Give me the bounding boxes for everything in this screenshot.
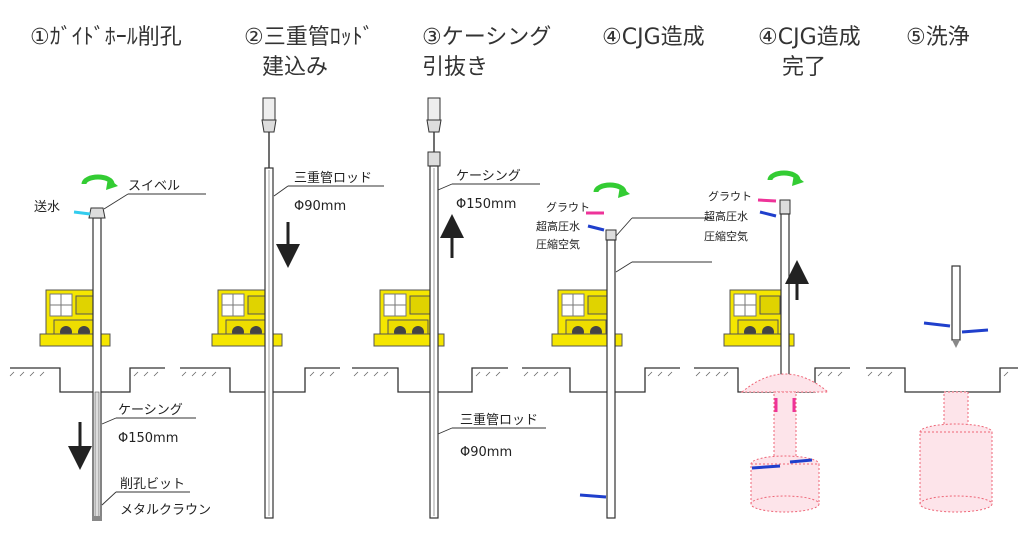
- crane-hook-icon: [262, 97, 276, 121]
- step-5-title-line2: 完了: [782, 55, 826, 80]
- step-4-title: ④CJG造成: [602, 25, 705, 50]
- step-1-guide-hole: 送水 スイベル ケーシング Φ150mm 削孔ビット メタルクラウン: [34, 177, 211, 521]
- cjg-top-dome: [740, 373, 830, 393]
- step-2-rod-insertion: 三重管ロッド Φ90mm: [211, 97, 384, 519]
- label-casing-dia-1: Φ150mm: [118, 431, 178, 446]
- step-5-title: ④CJG造成: [758, 25, 861, 50]
- step-5-cjg-complete: グラウト 超高圧水 圧縮空気: [704, 173, 830, 513]
- ground-profiles: [10, 367, 1018, 393]
- step-1-title: ①ｶﾞｲﾄﾞﾎｰﾙ削孔: [30, 25, 182, 50]
- label-casing-3: ケーシング: [456, 169, 521, 184]
- label-drill-bit: 削孔ビット: [120, 477, 185, 492]
- rotation-arrow-icon-4: [596, 185, 630, 198]
- step-2-title: ②三重管ﾛｯﾄﾞ: [244, 25, 374, 50]
- label-uhp-water-5: 超高圧水: [704, 209, 748, 223]
- water-feed-line-icon: [73, 210, 91, 216]
- label-uhp-water-4: 超高圧水: [536, 219, 580, 233]
- label-grout-4: グラウト: [546, 200, 590, 214]
- triple-rod-4: [606, 239, 616, 519]
- swivel-head-icon: [88, 207, 106, 219]
- step-3-title: ③ケーシング: [422, 25, 551, 50]
- crane-hook-icon-3: [427, 97, 441, 121]
- ground-hatching: [9, 371, 1009, 377]
- label-compressed-air-5: 圧縮空気: [704, 229, 748, 243]
- step-3-title-line2: 引抜き: [422, 55, 488, 80]
- label-swivel: スイベル: [128, 179, 180, 194]
- label-triple-rod-2: 三重管ロッド: [294, 170, 372, 186]
- rotation-arrow-icon: [84, 177, 118, 190]
- wash-jet-icon-right: [961, 328, 989, 334]
- grout-feed-icon-5: [757, 198, 777, 203]
- drill-bit-icon: [92, 516, 102, 521]
- step-6-title: ⑤洗浄: [906, 25, 970, 50]
- label-triple-rod-3: 三重管ロッド: [460, 412, 538, 428]
- label-water-feed: 送水: [34, 200, 60, 215]
- high-pressure-water-feed-icon-5: [759, 210, 777, 218]
- label-grout-5: グラウト: [708, 189, 752, 203]
- jet-nozzle-icon-5b: [789, 458, 813, 464]
- hole-1: [94, 391, 100, 519]
- high-pressure-water-feed-icon: [587, 224, 605, 232]
- label-casing-dia-3: Φ150mm: [456, 197, 516, 212]
- step-6-washing: [919, 265, 993, 513]
- label-rod-dia-3: Φ90mm: [460, 445, 512, 460]
- cjg-column-6: [919, 431, 993, 505]
- step-4-cjg-formation: グラウト 超高圧水 圧縮空気: [536, 185, 712, 519]
- step-3-casing-extraction: ケーシング Φ150mm 三重管ロッド Φ90mm: [373, 97, 546, 519]
- label-rod-dia-2: Φ90mm: [294, 199, 346, 214]
- label-casing-1: ケーシング: [118, 403, 183, 418]
- label-metal-crown: メタルクラウン: [120, 503, 211, 518]
- jet-nozzle-icon-4: [579, 493, 607, 499]
- triple-rod-6: [951, 265, 961, 341]
- jet-nozzle-icon-5a: [751, 464, 781, 470]
- step-2-title-line2: 建込み: [262, 55, 328, 80]
- rotation-arrow-icon-5: [770, 173, 804, 186]
- cjg-shaft: [773, 391, 797, 463]
- wash-jet-icon-left: [923, 321, 951, 328]
- label-compressed-air-4: 圧縮空気: [536, 237, 580, 251]
- step-titles: ①ｶﾞｲﾄﾞﾎｰﾙ削孔 ②三重管ﾛｯﾄﾞ 建込み ③ケーシング 引抜き ④CJG…: [30, 25, 970, 80]
